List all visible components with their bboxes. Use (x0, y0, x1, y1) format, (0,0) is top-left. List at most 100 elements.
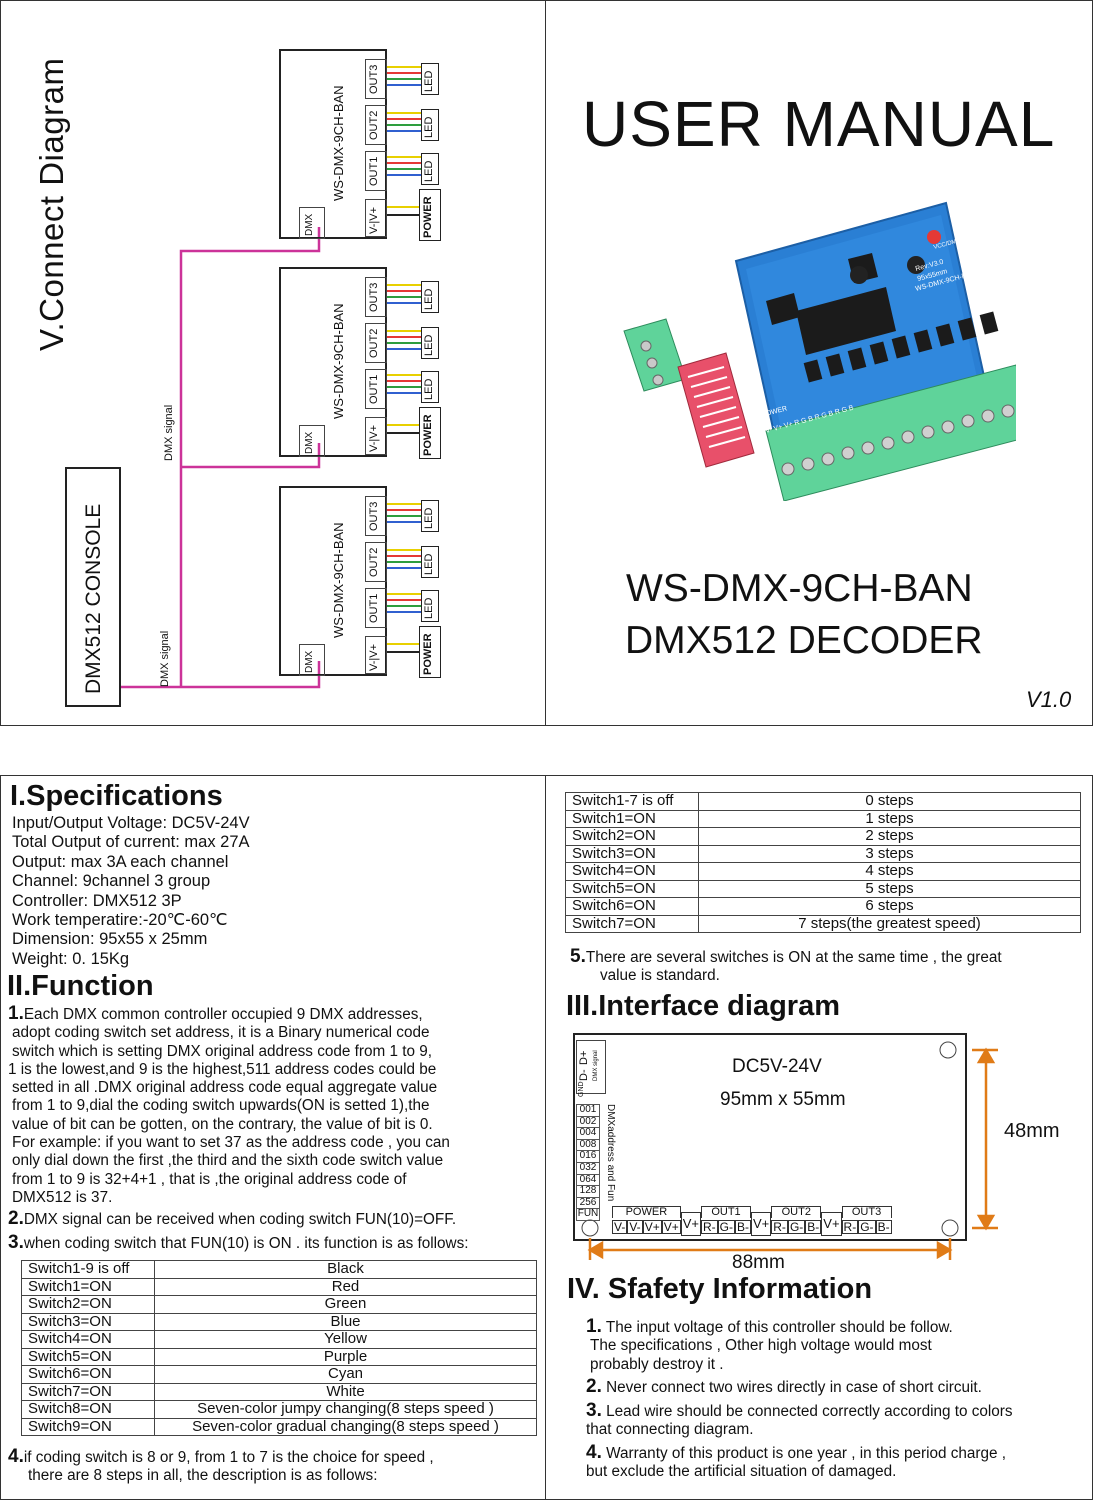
device-out3-label: OUT3 (368, 64, 380, 94)
user-manual-heading: USER MANUAL (582, 88, 1056, 160)
decoder-device: WS-DMX-9CH-BAN DMX V-|V+ OUT1 OUT2 OUT3 (279, 486, 387, 676)
cover-panel: USER MANUAL (545, 0, 1093, 726)
terminal-pin: B- (875, 1220, 892, 1234)
dmx-bus-wire (121, 227, 321, 689)
value-cell: Black (154, 1260, 537, 1279)
device-vpower-label: V-|V+ (368, 206, 380, 234)
function-text: value is standard. (600, 967, 720, 985)
address-code: 002 (576, 1116, 600, 1129)
power-label: POWER (422, 196, 434, 238)
function-text: There are several switches is ON at the … (585, 949, 1002, 966)
specifications-title: I.Specifications (10, 780, 223, 812)
function-item-2: 2.DMX signal can be received when coding… (8, 1209, 457, 1229)
function-item-4: 4.if coding switch is 8 or 9, from 1 to … (8, 1447, 434, 1486)
value-cell: Purple (154, 1347, 537, 1366)
terminal-pin: G- (717, 1220, 735, 1234)
power-label: POWER (422, 414, 434, 456)
led-label: LED (423, 597, 435, 619)
vplus-terminal: V+ (680, 1212, 701, 1236)
value-cell: Cyan (154, 1365, 537, 1384)
pin-gnd: GND (578, 1081, 585, 1097)
spec-line: Input/Output Voltage: DC5V-24V (12, 814, 250, 832)
spec-line: Channel: 9channel 3 group (12, 872, 211, 891)
safety-text: The input voltage of this controller sho… (605, 1319, 953, 1336)
address-code: 064 (576, 1174, 600, 1187)
vplus-terminal: V+ (751, 1212, 772, 1236)
terminal-pin: V- (627, 1220, 643, 1234)
item-number: 3. (586, 1400, 602, 1421)
vplus-label: V+ (680, 1212, 701, 1236)
address-code: 032 (576, 1162, 600, 1175)
led-label: LED (423, 334, 435, 356)
led-strip-box: LED (421, 500, 439, 532)
switch-cell: Switch7=ON (565, 914, 699, 933)
safety-text: Warranty of this product is one year , i… (606, 1445, 1007, 1462)
spec-line: Dimension: 95x55 x 25mm (12, 930, 208, 949)
address-code: 128 (576, 1186, 600, 1198)
function-text: DMX signal can be received when coding s… (23, 1211, 457, 1228)
value-cell: 2 steps (698, 827, 1081, 846)
safety-text: Lead wire should be connected correctly … (606, 1403, 1013, 1420)
power-supply-box: POWER (419, 189, 441, 241)
item-number: 3. (8, 1232, 24, 1253)
terminal-pin: R- (771, 1220, 788, 1234)
switch-cell: Switch7=ON (21, 1382, 155, 1401)
value-cell: Red (154, 1277, 537, 1296)
spec-line: Weight: 0. 15Kg (12, 949, 130, 968)
power-label: POWER (422, 633, 434, 675)
safety-item: 3. Lead wire should be connected correct… (586, 1400, 1013, 1440)
terminal-group-label: POWER (612, 1206, 681, 1218)
board-size-label: 95mm x 55mm (720, 1089, 846, 1110)
item-number: 1. (8, 1003, 24, 1024)
dmx-signal-label-1: DMX signal (159, 630, 171, 687)
connect-diagram-panel: V.Connect Diagram DMX512 CONSOLE DMX sig… (0, 0, 546, 726)
item-number: 2. (586, 1376, 602, 1397)
item-number: 4. (586, 1442, 602, 1463)
led-label: LED (423, 160, 435, 182)
switch-cell: Switch6=ON (21, 1365, 155, 1384)
device-out3-port: OUT3 (365, 59, 387, 99)
width-dimension-label: 88mm (732, 1252, 785, 1273)
value-cell: White (154, 1382, 537, 1401)
device-power-port: V-|V+ (365, 636, 387, 674)
led-strip-box: LED (421, 281, 439, 313)
device-out2-port: OUT2 (365, 323, 387, 363)
device-model-label: WS-DMX-9CH-BAN (331, 522, 346, 638)
switch-cell: Switch1-9 is off (21, 1260, 155, 1279)
spec-line: Controller: DMX512 3P (12, 891, 182, 910)
specs-function-panel: I.Specifications Input/Output Voltage: D… (0, 775, 546, 1500)
interface-title: III.Interface diagram (566, 990, 840, 1022)
function-item-1: 1.Each DMX common controller occupied 9 … (8, 1003, 450, 1207)
device-out1-port: OUT1 (365, 151, 387, 191)
device-dmx-label: DMX (304, 650, 315, 673)
value-cell: 6 steps (698, 897, 1081, 916)
switch-cell: Switch2=ON (21, 1295, 155, 1314)
function-text: For example: if you want to set 37 as th… (12, 1134, 450, 1152)
led-strip-box: LED (421, 63, 439, 95)
terminal-pin: V+ (661, 1220, 681, 1234)
address-label: DMXaddress and Fun (605, 1104, 616, 1202)
device-power-port: V-|V+ (365, 417, 387, 455)
dmx-connector: D+ D- GND DMX signal (576, 1040, 606, 1097)
function-text: switch which is setting DMX original add… (12, 1042, 432, 1060)
device-out3-label: OUT3 (368, 501, 380, 531)
switch-cell: Switch1=ON (565, 809, 699, 828)
device-out1-label: OUT1 (368, 156, 380, 186)
device-dmx-label: DMX (304, 213, 315, 236)
height-dimension-label: 48mm (1004, 1120, 1060, 1142)
switch-cell: Switch3=ON (565, 844, 699, 863)
value-cell: 3 steps (698, 844, 1081, 863)
pin-d-minus: D- (578, 1069, 590, 1081)
dmx-signal-label: DMX signal (593, 1050, 599, 1081)
